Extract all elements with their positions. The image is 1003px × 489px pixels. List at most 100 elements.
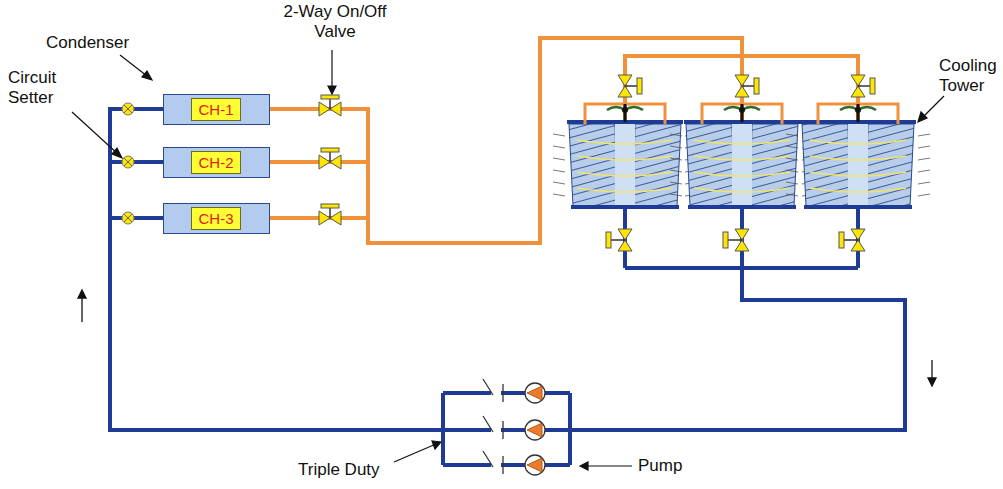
triple-duty-pumps	[443, 379, 570, 475]
cooling-tower	[553, 158, 565, 160]
cooling-tower	[694, 156, 790, 160]
cooling-tower	[786, 170, 798, 172]
cooling-tower	[918, 134, 930, 136]
tower-isolation-valves	[606, 229, 632, 251]
circuit-setters	[122, 103, 134, 115]
cooling-tower	[786, 104, 930, 207]
triple-duty-pumps	[443, 379, 570, 403]
cooling-tower	[694, 188, 790, 192]
cooling-tower	[553, 194, 565, 196]
circuit-setter-label: Circuit Setter	[6, 68, 76, 107]
cooling-tower	[918, 158, 930, 160]
triple-duty-pumps	[443, 451, 570, 475]
leader-lines	[918, 112, 927, 122]
cooling-tower-label: Cooling Tower	[937, 56, 999, 95]
chiller-condenser-box: CH-3	[163, 203, 270, 234]
leader-lines	[328, 86, 336, 94]
pump-label: Pump	[636, 456, 684, 476]
chiller-label: CH-1	[191, 98, 240, 121]
on-off-valves	[319, 75, 875, 225]
circuit-setters	[122, 103, 134, 224]
supply-pipe	[110, 216, 163, 220]
cooling-tower	[918, 170, 930, 172]
cooling-tower	[848, 124, 868, 206]
flow-arrows	[931, 360, 932, 380]
cooling-tower	[786, 134, 798, 136]
leader-lines	[331, 50, 332, 88]
flow-arrows	[81, 296, 82, 322]
chiller-condenser-box: CH-1	[163, 94, 270, 125]
supply-pipe	[110, 109, 163, 430]
cooling-tower	[633, 124, 681, 206]
cooling-tower	[670, 134, 682, 136]
cooling-tower	[622, 107, 628, 113]
circuit-setters	[122, 212, 134, 224]
cooling-tower	[810, 140, 906, 144]
leader-lines	[120, 55, 147, 76]
cooling-tower	[670, 182, 682, 184]
leader-lines	[72, 112, 118, 154]
leader-lines	[580, 462, 588, 470]
leader-lines	[142, 71, 152, 80]
circuit-setters	[122, 156, 134, 168]
cooling-tower	[585, 104, 665, 124]
flow-arrows	[928, 378, 936, 386]
on-off-valves	[851, 75, 875, 97]
flow-arrows	[78, 290, 86, 298]
on-off-valves	[319, 95, 341, 116]
chiller-label: CH-3	[191, 207, 240, 230]
condenser-label: Condenser	[44, 33, 131, 53]
cooling-tower	[694, 140, 790, 144]
leader-lines	[586, 465, 632, 466]
cooling-tower	[577, 172, 673, 176]
cooling-tower	[732, 124, 752, 206]
supply-pipe	[570, 268, 905, 430]
cooling-tower	[750, 124, 798, 206]
leader-lines	[432, 441, 441, 449]
tower-isolation-valves	[839, 229, 865, 251]
cooling-tower	[810, 172, 906, 176]
cooling-tower	[670, 194, 682, 196]
cooling-tower	[670, 146, 682, 148]
cooling-tower	[670, 104, 814, 207]
cooling-tower	[670, 170, 682, 172]
cooling-tower	[553, 170, 565, 172]
cooling-tower	[855, 107, 861, 113]
cooling-tower	[810, 156, 906, 160]
cooling-tower	[577, 140, 673, 144]
triple-duty-label: Triple Duty	[296, 460, 382, 480]
cooling-tower	[918, 146, 930, 148]
cooling-tower	[577, 156, 673, 160]
chiller-condenser-box: CH-2	[163, 147, 270, 178]
cooling-tower	[670, 158, 682, 160]
cooling-tower	[553, 104, 930, 207]
cooling-tower	[569, 124, 617, 206]
tower-isolation-valves	[723, 229, 749, 251]
supply-pipe	[108, 428, 443, 432]
triple-duty-pumps	[443, 416, 570, 440]
leader-lines	[922, 96, 944, 118]
cooling-tower	[577, 188, 673, 192]
tower-isolation-valves	[606, 229, 865, 251]
cooling-tower	[553, 104, 697, 207]
on-off-valves	[735, 75, 759, 97]
supply-pipe	[108, 109, 905, 465]
cooling-tower	[918, 182, 930, 184]
cooling-tower	[786, 182, 798, 184]
cooling-tower	[786, 194, 798, 196]
cooling-tower	[553, 134, 565, 136]
valve-label: 2-Way On/Off Valve	[278, 2, 392, 41]
leader-lines	[112, 148, 122, 158]
cooling-tower	[810, 188, 906, 192]
tower-outlet-pipe	[625, 208, 858, 268]
on-off-valves	[618, 75, 642, 97]
return-pipe	[270, 38, 860, 243]
cooling-tower	[818, 104, 898, 124]
cooling-tower	[615, 124, 635, 206]
on-off-valves	[319, 148, 341, 169]
cooling-tower	[918, 194, 930, 196]
cooling-tower	[739, 107, 745, 113]
cooling-tower	[694, 172, 790, 176]
flow-arrows	[78, 290, 936, 386]
